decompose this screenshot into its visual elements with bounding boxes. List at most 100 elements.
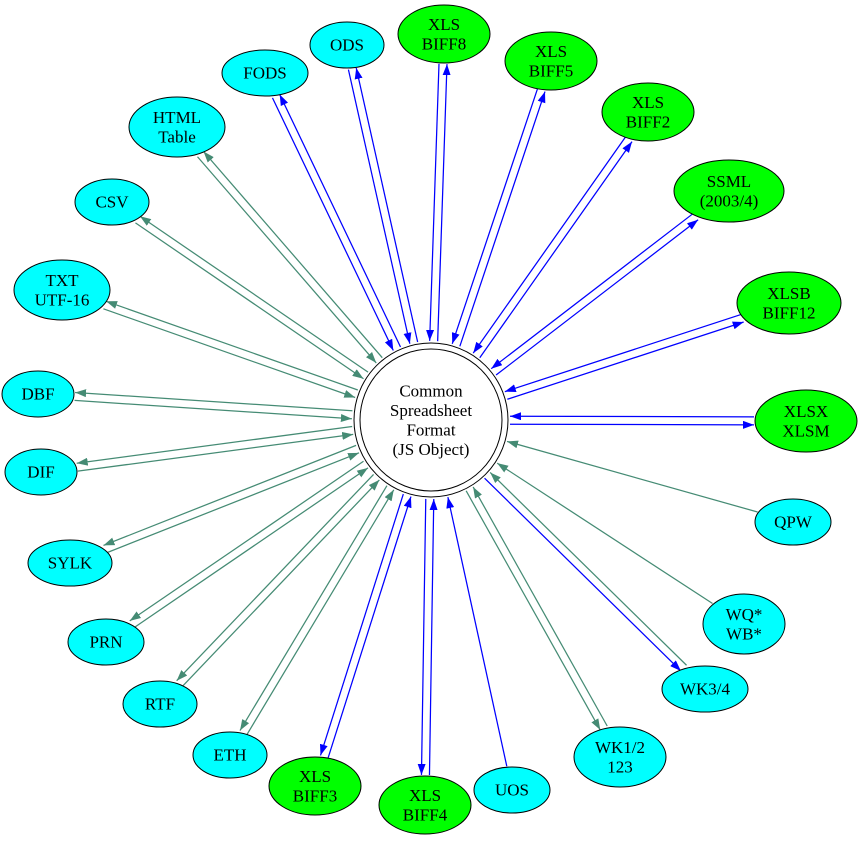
node-qpw: QPW [754,498,832,546]
node-csv-label: CSV [95,193,129,212]
edges-layer [74,63,758,776]
node-wq-wb-shape [702,593,786,655]
edge-xlsb-out [507,321,744,400]
edge-html-table-in [197,156,377,364]
edge-wk12-123-in [472,486,608,727]
node-rtf-label: RTF [145,695,175,714]
node-uos-label: UOS [495,781,529,800]
edge-qpw-in [506,440,758,513]
node-txt-utf16-shape [13,259,111,321]
node-wq-wb-label: WQ*WB* [726,605,763,644]
edge-xls-biff5-out [459,91,546,347]
node-eth-shape [192,731,268,779]
edge-dbf-in [74,399,352,423]
node-xlsb-shape [736,271,842,335]
node-xls-biff5-shape [504,31,598,91]
edge-xls-biff3-in [327,496,412,759]
node-wq-wb: WQ*WB* [702,593,786,655]
node-dbf-label: DBF [21,385,54,404]
edge-ods-in [347,69,412,344]
node-ssml: SSML(2003/4) [673,159,785,223]
edge-wk34-out [484,477,682,672]
edge-sylk-in [106,452,360,554]
node-ods-label: ODS [330,36,364,55]
node-sylk: SYLK [27,539,113,587]
node-eth-label: ETH [213,746,246,765]
node-uos: UOS [473,766,551,814]
node-csv-shape [74,178,150,226]
node-fods: FODS [221,49,309,97]
edge-rtf-in [182,479,380,687]
edge-wk12-123-out [465,490,601,731]
node-dbf: DBF [1,370,75,418]
edge-prn-out [129,460,364,622]
node-xls-biff3-shape [268,756,362,816]
edge-prn-in [133,467,369,629]
node-dif: DIF [4,448,78,496]
edge-dif-out [76,425,353,466]
edge-html-table-out [203,151,383,359]
node-prn: PRN [67,618,145,666]
edge-rtf-out [176,473,375,682]
node-xls-biff2-shape [601,82,695,142]
node-csf-inner-shape [359,348,503,492]
edge-dbf-out [75,389,353,412]
node-fods-label: FODS [243,64,286,83]
edge-xlsb-in [504,313,742,393]
edge-xls-biff2-out [479,141,633,359]
node-prn-shape [67,618,145,666]
edge-xls-biff3-out [319,493,404,756]
edge-xlsx-out [509,420,754,429]
node-html-table-shape [128,96,226,158]
node-csf-outer-shape [353,342,509,498]
node-sylk-shape [27,539,113,587]
edge-wk34-in [489,472,687,666]
node-dif-shape [4,448,78,496]
node-dif-label: DIF [27,463,54,482]
edge-xls-biff2-in [472,136,626,354]
node-qpw-label: QPW [774,513,813,532]
edge-eth-out [239,485,388,731]
edge-wq-wb-in [496,462,713,605]
node-ssml-label: SSML(2003/4) [700,172,759,211]
node-ods: ODS [309,21,385,69]
node-rtf: RTF [122,680,198,728]
node-wk12-123-shape [573,726,667,788]
node-uos-shape [473,766,551,814]
edge-xlsx-in [510,412,755,421]
node-eth: ETH [192,731,268,779]
edge-uos-in [446,497,508,767]
node-ssml-shape [673,159,785,223]
node-wk34-label: WK3/4 [680,680,731,699]
node-qpw-shape [754,498,832,546]
node-sylk-label: SYLK [48,554,93,573]
edge-fods-in [271,97,394,351]
edge-txt-utf16-out [105,300,359,391]
edge-txt-utf16-in [103,308,356,399]
node-wk34-shape [661,665,749,713]
node-xlsx-shape [754,389,858,453]
node-prn-label: PRN [89,633,122,652]
edge-xls-biff8-in [426,63,440,341]
edge-xls-biff4-out [417,498,427,775]
edge-xls-biff8-out [437,64,451,342]
node-fods-shape [221,49,309,97]
edge-csv-in [135,222,364,380]
node-wk34: WK3/4 [661,665,749,713]
node-xls-biff8-shape [397,4,491,64]
